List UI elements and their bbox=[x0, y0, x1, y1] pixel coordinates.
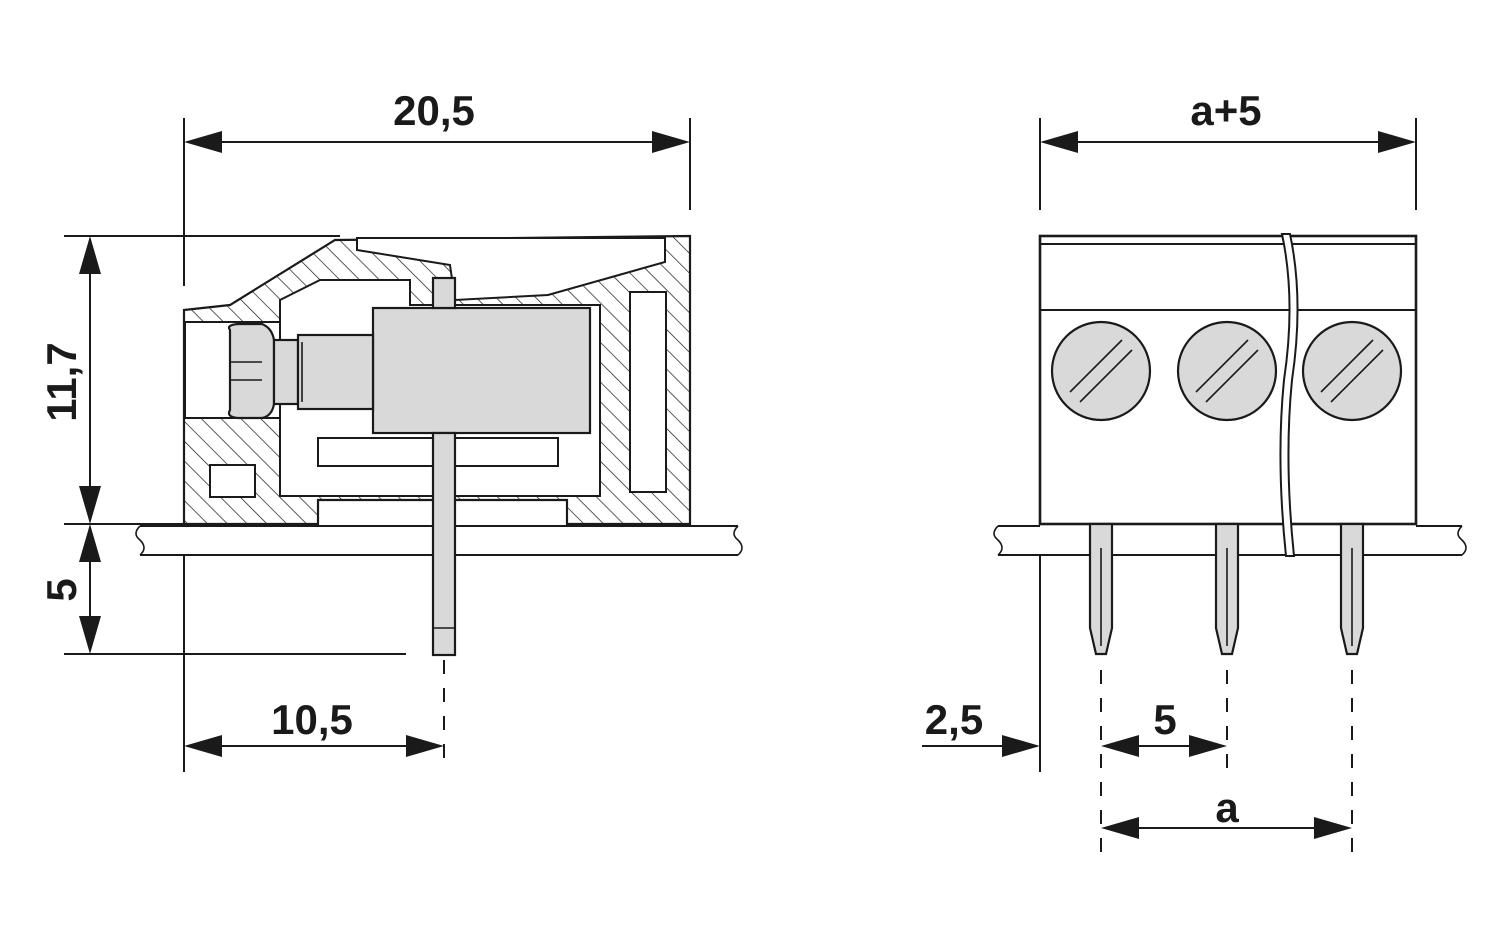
dim-edge-offset bbox=[922, 555, 1139, 772]
front-screw-1 bbox=[1050, 320, 1152, 422]
dim-pin-offset-10-5 bbox=[183, 555, 444, 772]
dim-total-width bbox=[1039, 118, 1417, 210]
front-view: a+5 2,5 5 a bbox=[922, 87, 1467, 852]
dim-height-11-7 bbox=[64, 235, 340, 525]
dim-width-label: 20,5 bbox=[393, 87, 475, 134]
front-pin-1 bbox=[1088, 522, 1114, 656]
front-screw-2 bbox=[1176, 320, 1278, 422]
dim-pitch bbox=[1137, 735, 1227, 757]
dim-pitch-label: 5 bbox=[1153, 696, 1176, 743]
front-pin-3 bbox=[1339, 522, 1365, 656]
dim-total-width-label: a+5 bbox=[1190, 87, 1261, 134]
dim-pin-length-5 bbox=[64, 524, 406, 655]
dim-height-label: 11,7 bbox=[38, 342, 85, 421]
front-pin-2 bbox=[1214, 522, 1240, 656]
front-screw-3 bbox=[1301, 320, 1403, 422]
side-clamp-body bbox=[371, 306, 592, 435]
dim-pin-length-label: 5 bbox=[38, 578, 85, 601]
dim-pin-offset-label: 10,5 bbox=[271, 696, 353, 743]
dim-span bbox=[1101, 817, 1352, 839]
side-screw bbox=[227, 322, 375, 420]
dim-span-label: a bbox=[1215, 784, 1239, 831]
side-solder-pin bbox=[431, 276, 457, 657]
side-view: 20,5 11,7 5 10,5 bbox=[38, 87, 743, 772]
dim-width-20-5 bbox=[183, 118, 691, 286]
dim-edge-offset-label: 2,5 bbox=[925, 696, 983, 743]
